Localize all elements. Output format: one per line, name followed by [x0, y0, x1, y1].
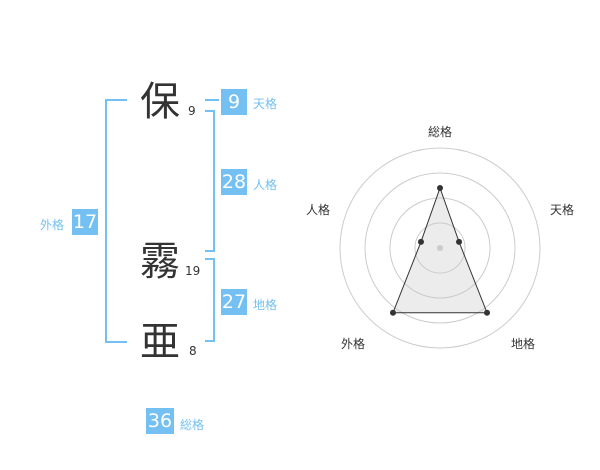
- soukaku-badge: 36: [146, 408, 174, 434]
- radar-axis-label-3: 外格: [341, 337, 366, 351]
- radar-point-0: [437, 185, 443, 191]
- tenkaku-label: 天格: [253, 97, 278, 111]
- radar-point-3: [389, 309, 396, 316]
- soukaku-label: 総格: [180, 418, 205, 432]
- chikaku-label: 地格: [253, 298, 278, 312]
- stroke-count-3: 8: [189, 344, 197, 358]
- radar-axis-label-0: 総格: [428, 125, 453, 139]
- radar-point-2: [484, 309, 491, 316]
- radar-axis-label-1: 天格: [550, 203, 575, 217]
- name-char-1: 保: [140, 79, 180, 125]
- radar-grid-ring: [389, 197, 491, 299]
- stroke-count-1: 9: [188, 104, 196, 118]
- radar-axis-label-4: 人格: [306, 203, 331, 217]
- gaikaku-badge: 17: [72, 209, 98, 235]
- tenkaku-badge: 9: [221, 89, 247, 115]
- name-char-3: 亜: [140, 319, 180, 365]
- chikaku-badge: 27: [221, 289, 247, 315]
- chikaku-bracket: [205, 258, 215, 342]
- radar-point-1: [456, 238, 463, 245]
- stroke-count-2: 19: [185, 264, 201, 278]
- radar-center-dot: [437, 245, 443, 251]
- tenkaku-bracket: [205, 99, 219, 101]
- jinkaku-bracket: [205, 110, 215, 252]
- gaikaku-bracket: [105, 99, 127, 343]
- radar-point-4: [417, 238, 424, 245]
- jinkaku-badge: 28: [221, 169, 247, 195]
- radar-grid-ring: [364, 172, 516, 324]
- radar-axis-label-2: 地格: [511, 337, 536, 351]
- radar-grid-ring: [414, 222, 466, 274]
- jinkaku-label: 人格: [253, 178, 278, 192]
- gaikaku-label: 外格: [40, 218, 65, 232]
- name-char-2: 霧: [140, 239, 180, 285]
- radar-grid-ring: [339, 147, 541, 349]
